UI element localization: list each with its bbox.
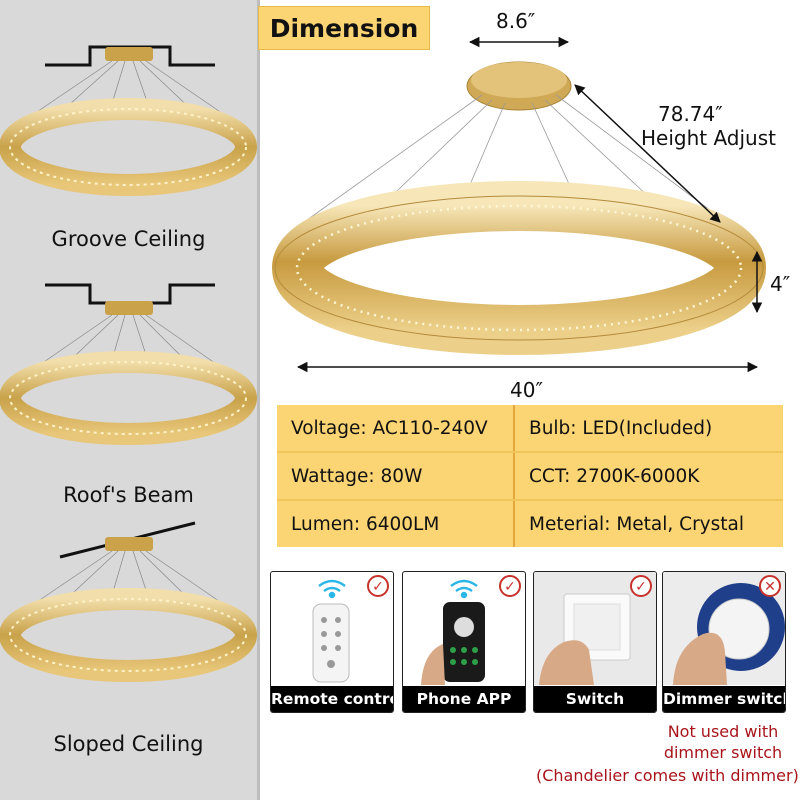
panel-divider bbox=[257, 0, 260, 800]
remote-control-image bbox=[312, 579, 350, 683]
spec-row: Wattage: 80W CCT: 2700K-6000K bbox=[277, 452, 783, 501]
spec-row: Voltage: AC110-240V Bulb: LED(Included) bbox=[277, 405, 783, 453]
control-remote-label: Remote contro bbox=[271, 686, 393, 712]
chandelier-dimension-drawing bbox=[272, 36, 766, 373]
mount-label-groove: Groove Ceiling bbox=[51, 227, 206, 251]
diameter-label: 40″ bbox=[510, 378, 543, 402]
sloped-ceiling-illustration bbox=[0, 521, 257, 682]
supported-check-icon: ✓ bbox=[367, 575, 389, 597]
control-phone-app: ✓ Phone APP bbox=[402, 571, 526, 713]
dimmer-icon bbox=[708, 598, 770, 660]
spec-wattage: Wattage: 80W bbox=[277, 452, 515, 501]
canopy-width-label: 8.6″ bbox=[496, 9, 536, 33]
spec-lumen: Lumen: 6400LM bbox=[277, 500, 515, 547]
remote-icon bbox=[312, 603, 350, 683]
control-switch-label: Switch bbox=[534, 686, 656, 712]
dimmer-note-line1: Not used with bbox=[667, 722, 779, 741]
control-dimmer-switch-label: Dimmer switch bbox=[663, 686, 785, 712]
dimmer-switch-image bbox=[663, 572, 785, 685]
spec-bulb: Bulb: LED(Included) bbox=[514, 405, 783, 453]
spec-material: Meterial: Metal, Crystal bbox=[529, 513, 744, 535]
groove-ceiling-illustration bbox=[0, 45, 257, 196]
height-adjust-value: 78.74″ bbox=[658, 102, 723, 126]
height-adjust-label: Height Adjust bbox=[641, 126, 776, 150]
control-switch: ✓ Switch bbox=[533, 571, 657, 713]
height-adjust-arrow bbox=[574, 84, 721, 223]
spec-cct: CCT: 2700K-6000K bbox=[514, 452, 783, 501]
spec-voltage: Voltage: AC110-240V bbox=[277, 405, 515, 453]
ring-height-label: 4″ bbox=[770, 272, 791, 296]
supported-check-icon: ✓ bbox=[630, 575, 652, 597]
spec-table: Voltage: AC110-240V Bulb: LED(Included) … bbox=[277, 405, 783, 547]
supported-check-icon: ✓ bbox=[499, 575, 521, 597]
wifi-icon bbox=[318, 579, 346, 599]
control-phone-app-label: Phone APP bbox=[403, 686, 525, 712]
dimension-title: Dimension bbox=[258, 6, 430, 50]
wifi-icon bbox=[450, 579, 478, 599]
mount-label-sloped: Sloped Ceiling bbox=[53, 732, 204, 756]
spec-row: Lumen: 6400LM Meterial: Metal, Crystal bbox=[277, 500, 783, 547]
phone-app-image bbox=[421, 579, 485, 685]
control-dimmer-switch: ✕ Dimmer switch bbox=[662, 571, 786, 713]
phone-icon bbox=[443, 602, 485, 682]
roof-beam-illustration bbox=[0, 283, 257, 445]
control-remote: ✓ Remote contro bbox=[270, 571, 394, 713]
dimmer-note-line2: dimmer switch bbox=[663, 743, 783, 762]
dimmer-note-line3: (Chandelier comes with dimmer) bbox=[536, 766, 799, 785]
mount-label-roof-beam: Roof's Beam bbox=[63, 483, 194, 507]
unsupported-cross-icon: ✕ bbox=[759, 575, 781, 597]
